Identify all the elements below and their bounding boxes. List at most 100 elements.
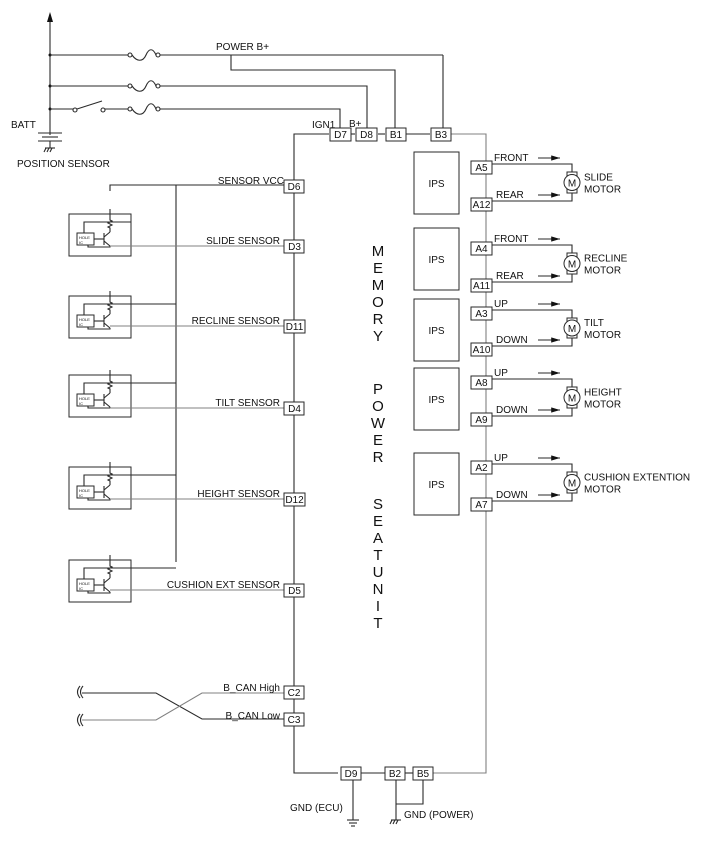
direction-label: FRONT <box>494 234 528 245</box>
motor-symbol-label: M <box>568 260 576 271</box>
motor-name: SLIDE <box>584 173 613 184</box>
pin-box <box>283 401 305 416</box>
motor-icon: M <box>563 386 581 409</box>
pin-box <box>470 497 493 512</box>
pin-label: A9 <box>475 415 488 426</box>
motor-symbol-label: M <box>568 394 576 405</box>
motor-wire-b <box>492 408 573 417</box>
ignition-switch-icon <box>72 100 106 113</box>
direction-label: REAR <box>496 271 524 282</box>
direction-label: DOWN <box>496 405 528 416</box>
transistor-icon <box>94 231 111 247</box>
motor-wire-b <box>492 193 573 202</box>
ign1-label: IGN1 <box>312 120 336 131</box>
pin-box <box>470 375 493 390</box>
resistor-icon <box>106 555 114 578</box>
hole-ic-label: IC <box>79 240 83 245</box>
motor-icon: M <box>563 171 581 194</box>
title-letter: T <box>373 615 382 632</box>
pin-box <box>470 342 493 357</box>
title-letter: T <box>373 547 382 564</box>
power-b-label: POWER B+ <box>216 42 269 53</box>
pin-box <box>283 685 305 700</box>
title-letter: O <box>372 294 384 311</box>
title-letter: S <box>373 496 383 513</box>
pin-label: A4 <box>475 244 488 255</box>
pin-box <box>470 241 493 256</box>
signal-ground-icon <box>347 819 359 827</box>
title-letter: R <box>373 449 384 466</box>
ips-block <box>413 452 460 516</box>
ips-block <box>413 367 460 431</box>
motor-wire-a <box>492 463 573 472</box>
position-sensor-label: POSITION SENSOR <box>17 159 110 170</box>
title-letter: N <box>373 581 384 598</box>
motor-icon: M <box>563 252 581 275</box>
batt-label: BATT <box>11 120 36 131</box>
gnd-power-wire <box>396 780 424 805</box>
title-letter: A <box>373 530 383 547</box>
pin-label: A2 <box>475 463 488 474</box>
title-letter: M <box>372 277 385 294</box>
sensor-label: HEIGHT SENSOR <box>197 489 280 500</box>
pin-box <box>283 712 305 727</box>
title-letter: M <box>372 243 385 260</box>
pin-label: B5 <box>417 769 430 780</box>
pin-label: D12 <box>285 495 304 506</box>
hole-ic-label: IC <box>79 493 83 498</box>
pin-label: D4 <box>288 404 301 415</box>
resistor-icon <box>106 209 114 232</box>
sensor-label: CUSHION EXT SENSOR <box>167 580 280 591</box>
chassis-ground-icon <box>389 819 401 825</box>
motor-wire-b <box>492 274 573 283</box>
motor-name: MOTOR <box>584 485 621 496</box>
transistor-icon <box>94 484 111 500</box>
title-letter: R <box>373 311 384 328</box>
hole-ic-label: HOLE <box>79 581 90 586</box>
b-plus-label: B+ <box>349 119 362 130</box>
pin-label: D8 <box>360 130 373 141</box>
hole-ic-label: IC <box>79 401 83 406</box>
ips-block <box>413 227 460 291</box>
direction-label: UP <box>494 453 508 464</box>
seat-unit-outline <box>293 133 487 774</box>
direction-label: REAR <box>496 190 524 201</box>
motor-name: MOTOR <box>584 266 621 277</box>
pin-label: C2 <box>288 688 301 699</box>
pin-label: A12 <box>473 200 491 211</box>
title-letter: Y <box>373 328 383 345</box>
direction-label: DOWN <box>496 335 528 346</box>
hole-ic-label: IC <box>79 322 83 327</box>
title-letter: I <box>376 598 380 615</box>
pin-box <box>283 179 305 194</box>
title-letter: E <box>373 513 383 530</box>
sensor-section: SENSOR VCC D6 <box>109 176 305 562</box>
motor-name: RECLINE <box>584 254 628 265</box>
direction-label: UP <box>494 368 508 379</box>
gnd-ecu-label: GND (ECU) <box>290 803 343 814</box>
pin-label: D11 <box>286 322 304 333</box>
up-arrow-icon <box>47 12 53 22</box>
title-letter: U <box>373 564 384 581</box>
motor-symbol-label: M <box>568 479 576 490</box>
hole-ic-label: HOLE <box>79 488 90 493</box>
can-high-wire <box>82 692 284 721</box>
direction-label: UP <box>494 299 508 310</box>
pin-label: D5 <box>288 586 301 597</box>
motor-wire-b <box>492 338 573 347</box>
motor-icon: M <box>563 471 581 494</box>
motor-wire-a <box>492 309 573 318</box>
pin-label: B2 <box>389 769 402 780</box>
pin-label: A3 <box>475 309 488 320</box>
motor-name: MOTOR <box>584 330 621 341</box>
motor-icon: M <box>563 317 581 339</box>
hole-ic-label: HOLE <box>79 396 90 401</box>
motor-name: MOTOR <box>584 185 621 196</box>
